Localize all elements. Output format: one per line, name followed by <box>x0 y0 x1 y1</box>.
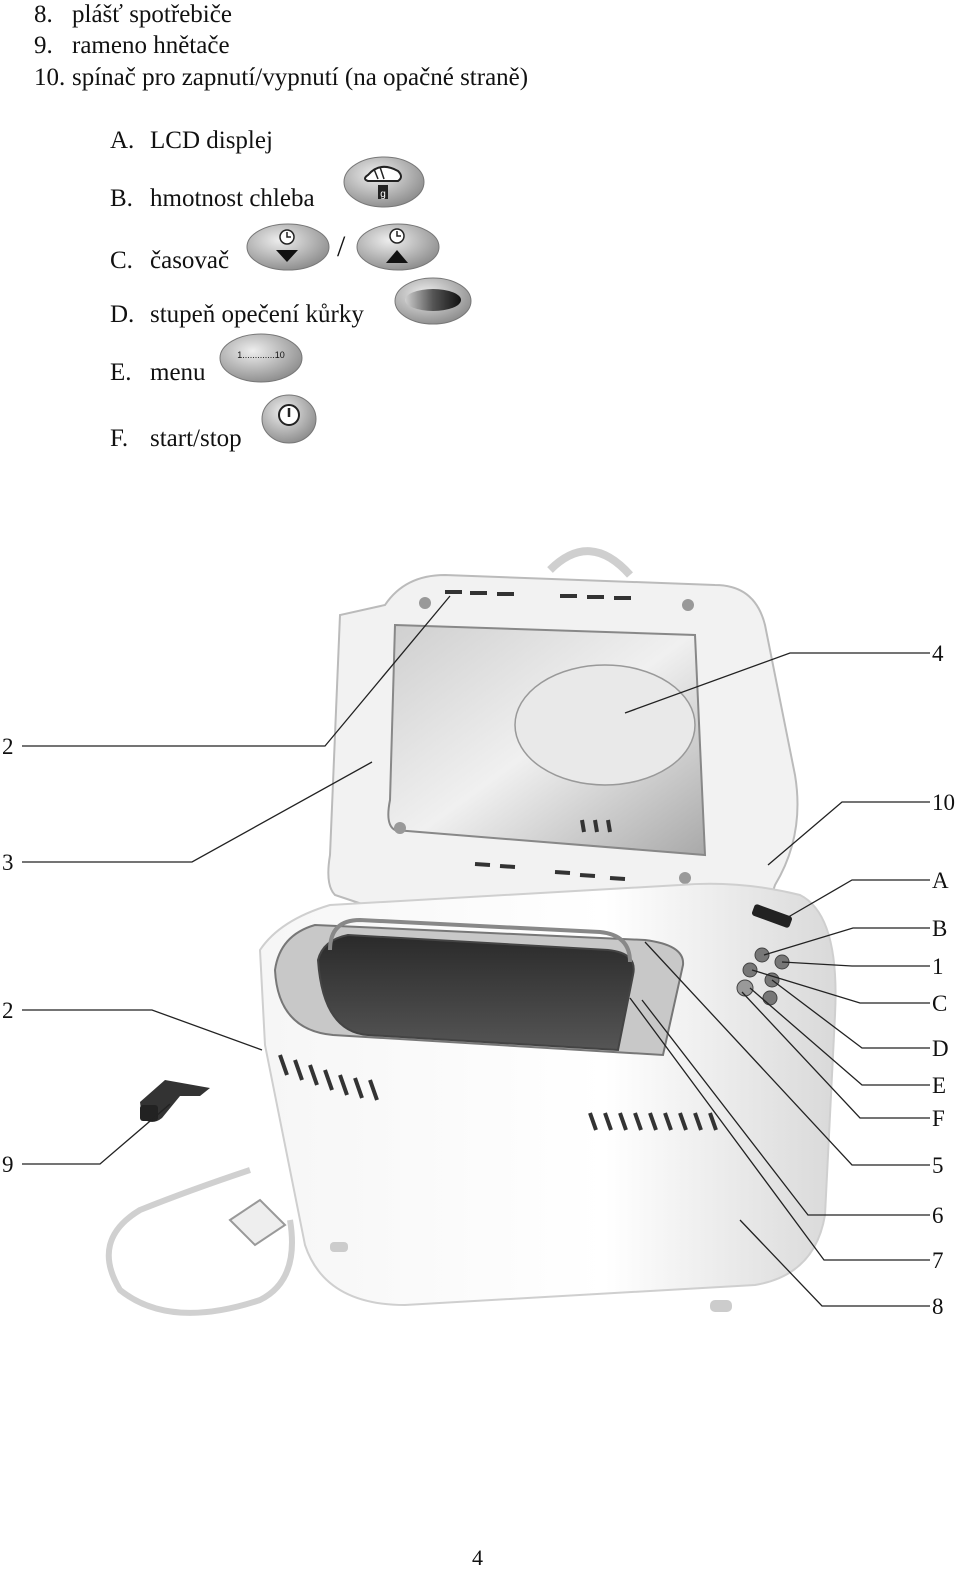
callout-labels-right: 4 10 A B 1 C D E F 5 6 7 8 <box>932 641 955 1319</box>
clock-up-icon <box>356 223 440 271</box>
part-number: 9. <box>34 32 53 59</box>
appliance-drawing <box>105 547 837 1316</box>
callout-lines <box>22 595 930 1307</box>
callout-label: 10 <box>932 790 955 815</box>
control-text: start/stop <box>150 425 242 452</box>
control-item-d: D. stupeň opečení kůrky <box>110 302 364 327</box>
callout-label: 7 <box>932 1248 944 1273</box>
clock-down-icon <box>246 223 330 271</box>
callout-label: 3 <box>2 850 14 875</box>
callout-label: 9 <box>2 1152 14 1177</box>
control-item-c: C. časovač <box>110 248 229 273</box>
part-text: spínač pro zapnutí/vypnutí (na opačné st… <box>72 64 529 91</box>
part-number: 10. <box>34 64 66 91</box>
callout-label: 6 <box>932 1203 944 1228</box>
control-text: stupeň opečení kůrky <box>150 301 364 328</box>
callout-labels-left: 2 3 2 9 <box>2 734 14 1177</box>
callout-label: E <box>932 1073 946 1098</box>
part-item-8: 8. plášť spotřebiče <box>34 2 232 27</box>
control-item-f: F. start/stop <box>110 426 242 451</box>
part-text: rameno hnětače <box>72 32 230 59</box>
control-letter: C. <box>110 247 133 274</box>
control-letter: D. <box>110 301 135 328</box>
callout-label: F <box>932 1106 945 1131</box>
callout-label: 2 <box>2 734 14 759</box>
callout-label: A <box>932 868 949 893</box>
control-letter: A. <box>110 127 135 154</box>
part-text: plášť spotřebiče <box>72 1 232 28</box>
control-item-b: B. hmotnost chleba <box>110 186 315 211</box>
part-item-9: 9. rameno hnětače <box>34 33 230 58</box>
callout-label: 8 <box>932 1294 944 1319</box>
callout-label: 5 <box>932 1153 944 1178</box>
part-number: 8. <box>34 1 53 28</box>
control-text: LCD displej <box>150 127 273 154</box>
callout-label: C <box>932 991 947 1016</box>
control-text: časovač <box>150 247 230 274</box>
callout-label: 4 <box>932 641 944 666</box>
control-item-a: A. LCD displej <box>110 128 273 153</box>
control-letter: B. <box>110 185 133 212</box>
menu-scale-icon: 1.............10 <box>219 333 303 383</box>
bread-maker-figure: 4 10 A B 1 C D E F 5 6 7 8 2 3 2 9 <box>2 547 955 1319</box>
callout-label: 2 <box>2 998 14 1023</box>
callout-label: D <box>932 1036 949 1061</box>
menu-scale-text: 1.............10 <box>237 350 285 360</box>
power-icon <box>261 394 317 444</box>
control-letter: E. <box>110 359 132 386</box>
weight-glyph: g <box>380 189 386 200</box>
timer-separator: / <box>337 230 346 263</box>
callout-label: B <box>932 916 947 941</box>
control-item-e: E. menu <box>110 360 206 385</box>
control-text: hmotnost chleba <box>150 185 315 212</box>
callout-label: 1 <box>932 954 944 979</box>
page-number: 4 <box>472 1545 483 1570</box>
part-item-10: 10.spínač pro zapnutí/vypnutí (na opačné… <box>34 65 528 90</box>
control-text: menu <box>150 359 206 386</box>
control-letter: F. <box>110 425 129 452</box>
crust-oval-icon <box>394 277 472 325</box>
bread-weight-icon: g <box>343 156 425 208</box>
